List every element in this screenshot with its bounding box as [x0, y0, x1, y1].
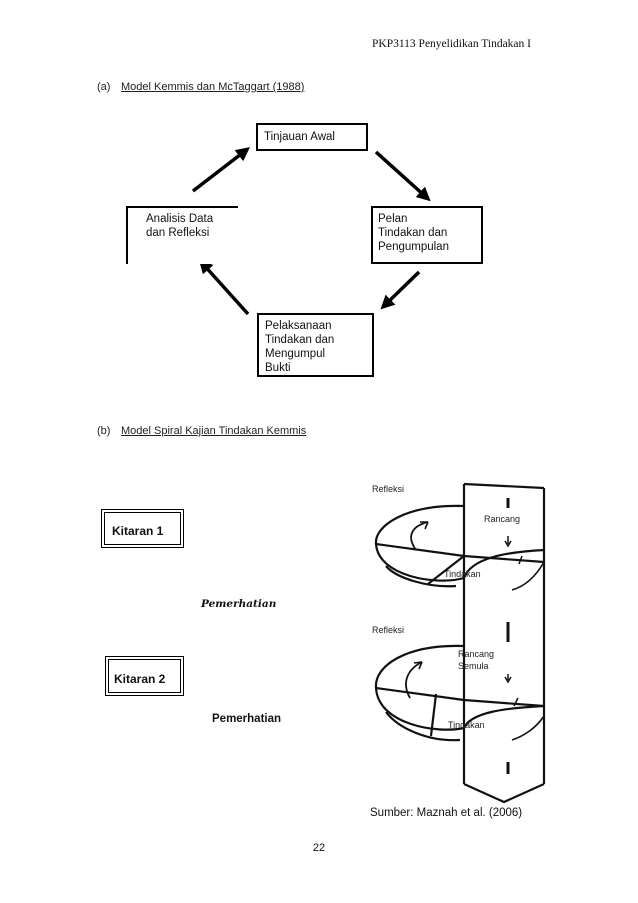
box-pelaksanaan-tindakan: Pelaksanaan Tindakan dan Mengumpul Bukti [257, 313, 374, 377]
box-pelaksanaan-line-3: Mengumpul [265, 348, 326, 360]
box-pelan-line-3: Pengumpulan [378, 241, 449, 253]
spiral-label-refleksi-2: Refleksi [372, 625, 405, 635]
box-analisis-data: Analisis Data dan Refleksi [126, 206, 238, 264]
section-a-letter: (a) [97, 81, 111, 93]
page-number: 22 [312, 842, 326, 854]
box-analisis-line-2: dan Refleksi [146, 227, 210, 239]
spiral-label-refleksi-1: Refleksi [372, 484, 405, 494]
box-pelaksanaan-line-1: Pelaksanaan [265, 320, 332, 332]
spiral-label-tindakan-1: Tindakan [444, 569, 481, 579]
box-pelaksanaan-line-2: Tindakan dan [265, 334, 335, 346]
source-citation: Sumber: Maznah et al. (2006) [370, 807, 523, 819]
kitaran-2-box: Kitaran 2 [105, 656, 184, 696]
section-b-title: Model Spiral Kajian Tindakan Kemmis [121, 425, 307, 437]
arrow-bottom-to-left [198, 259, 250, 316]
kitaran-1-box: Kitaran 1 [101, 509, 184, 548]
spiral-label-rancang-semula-2: Semula [458, 661, 489, 671]
section-b-caption: (b) Model Spiral Kajian Tindakan Kemmis [97, 425, 306, 437]
arrow-top-to-right [374, 150, 431, 202]
box-analisis-line-1: Analisis Data [146, 213, 214, 225]
spiral-diagram [374, 482, 546, 804]
spiral-label-rancang-semula-1: Rancang [458, 649, 495, 659]
section-a-title: Model Kemmis dan McTaggart (1988) [121, 81, 305, 93]
kitaran-2-label: Kitaran 2 [114, 672, 166, 686]
page-header: PKP3113 Penyelidikan Tindakan I [372, 38, 531, 50]
kitaran-1-label: Kitaran 1 [112, 524, 164, 538]
spiral-label-rancang-1: Rancang [484, 514, 521, 524]
kitaran-1-inner-border [104, 512, 181, 545]
box-pelan-tindakan: Pelan Tindakan dan Pengumpulan [371, 206, 483, 264]
pemerhatian-2: Pemerhatian [212, 713, 282, 725]
box-tinjauan-awal-line-1: Tinjauan Awal [264, 131, 335, 143]
kitaran-2-inner-border [108, 659, 181, 693]
box-pelan-line-1: Pelan [378, 213, 408, 225]
section-b-letter: (b) [97, 425, 111, 437]
spiral-label-tindakan-2: Tindakan [448, 720, 485, 730]
arrow-left-to-top [191, 147, 250, 193]
box-tinjauan-awal: Tinjauan Awal [256, 123, 368, 151]
arrow-right-to-bottom [380, 270, 421, 310]
box-pelan-line-2: Tindakan dan [378, 227, 448, 239]
section-a-caption: (a) Model Kemmis dan McTaggart (1988) [97, 81, 304, 93]
box-pelaksanaan-line-4: Bukti [265, 362, 291, 374]
pemerhatian-1: Pemerhatian [201, 598, 277, 610]
